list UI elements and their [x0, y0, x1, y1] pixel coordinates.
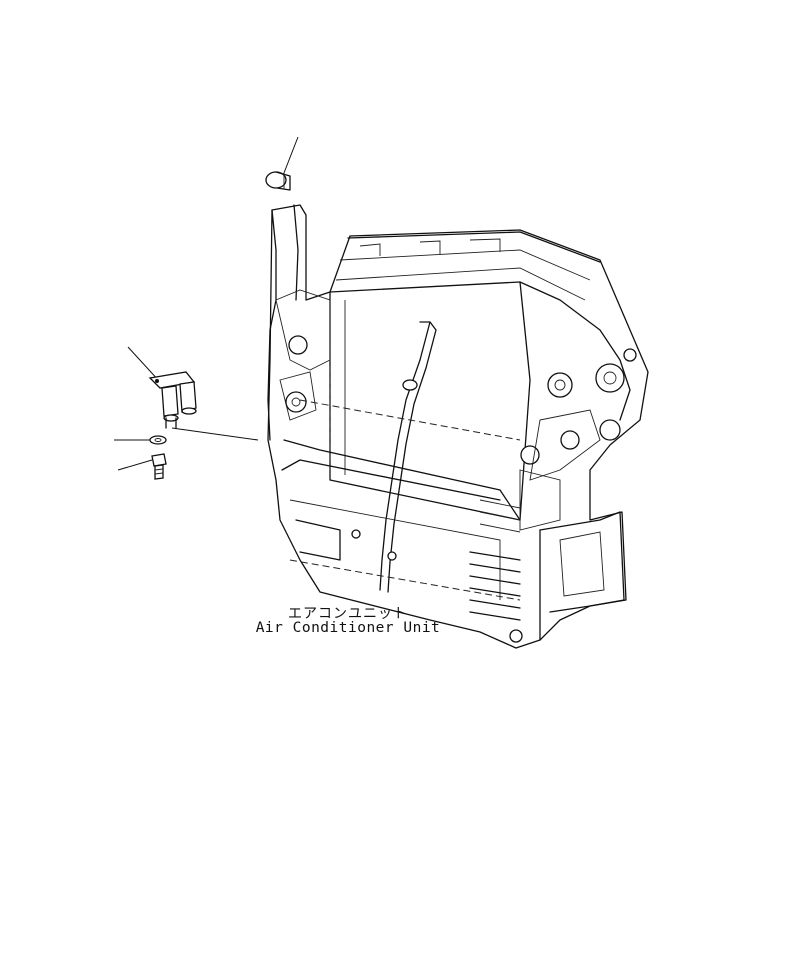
- unit-label: エアコンユニット Air Conditioner Unit: [238, 603, 458, 639]
- leader-cap: [281, 136, 299, 179]
- leader-bracket-to-unit: [171, 427, 259, 441]
- bolt-part: [151, 453, 167, 480]
- unit-label-english: Air Conditioner Unit: [255, 620, 441, 636]
- leader-bracket: [127, 346, 161, 383]
- washer-part: [149, 435, 167, 445]
- unit-label-japanese: エアコンユニット: [288, 606, 408, 622]
- leader-bolt: [117, 459, 153, 471]
- leader-lines: [114, 136, 299, 471]
- bracket-sensor-part: [148, 371, 197, 429]
- cap-part: [265, 171, 291, 191]
- air-conditioner-unit: [267, 204, 649, 649]
